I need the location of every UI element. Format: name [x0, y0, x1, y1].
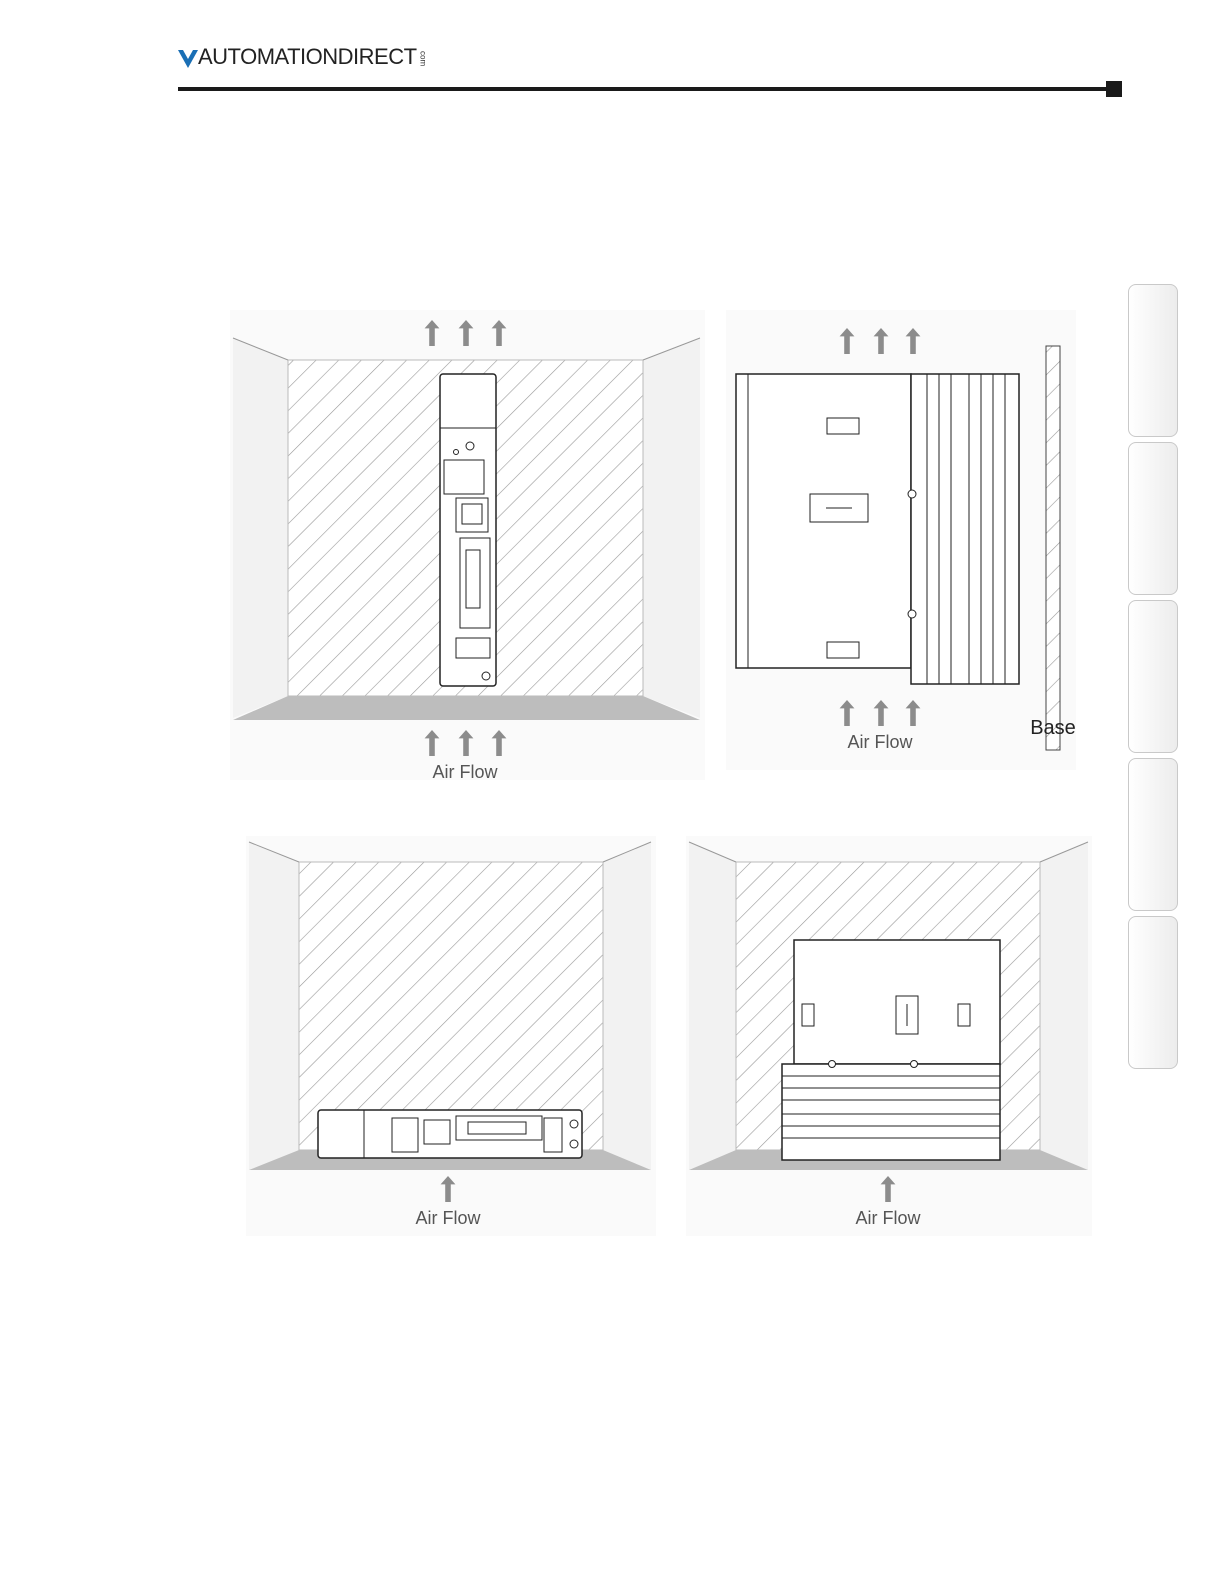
chapter-tab-1[interactable]: [1128, 284, 1178, 437]
air-flow-label: Air Flow: [432, 762, 498, 782]
air-flow-label: Air Flow: [855, 1208, 921, 1228]
figure-horizontal-front: Air Flow: [246, 836, 656, 1236]
header-rule-end: [1106, 81, 1122, 97]
figure-front-vertical: Air Flow: [230, 310, 705, 790]
base-wall: [1046, 346, 1060, 750]
logo-mark-icon: [178, 48, 198, 70]
chapter-tab-2[interactable]: [1128, 442, 1178, 595]
header-rule: [178, 87, 1108, 91]
base-label: Base: [1030, 717, 1076, 739]
chapter-tab-5[interactable]: [1128, 916, 1178, 1069]
chapter-tab-4[interactable]: [1128, 758, 1178, 911]
servo-drive-front: [440, 374, 496, 686]
chapter-tab-3[interactable]: [1128, 600, 1178, 753]
automationdirect-logo: AUTOMATIONDIRECT com: [178, 40, 428, 70]
servo-drive-side: [736, 374, 1019, 684]
logo-suffix: com: [419, 51, 428, 66]
figure-side-on-base: Air Flow Base: [726, 310, 1081, 780]
air-flow-label: Air Flow: [847, 732, 913, 752]
servo-drive-horizontal: [318, 1110, 582, 1158]
servo-drive-side-horizontal: [782, 940, 1000, 1160]
air-flow-label: Air Flow: [415, 1208, 481, 1228]
logo-text: AUTOMATIONDIRECT: [198, 44, 417, 70]
figure-horizontal-side: Air Flow: [686, 836, 1092, 1236]
